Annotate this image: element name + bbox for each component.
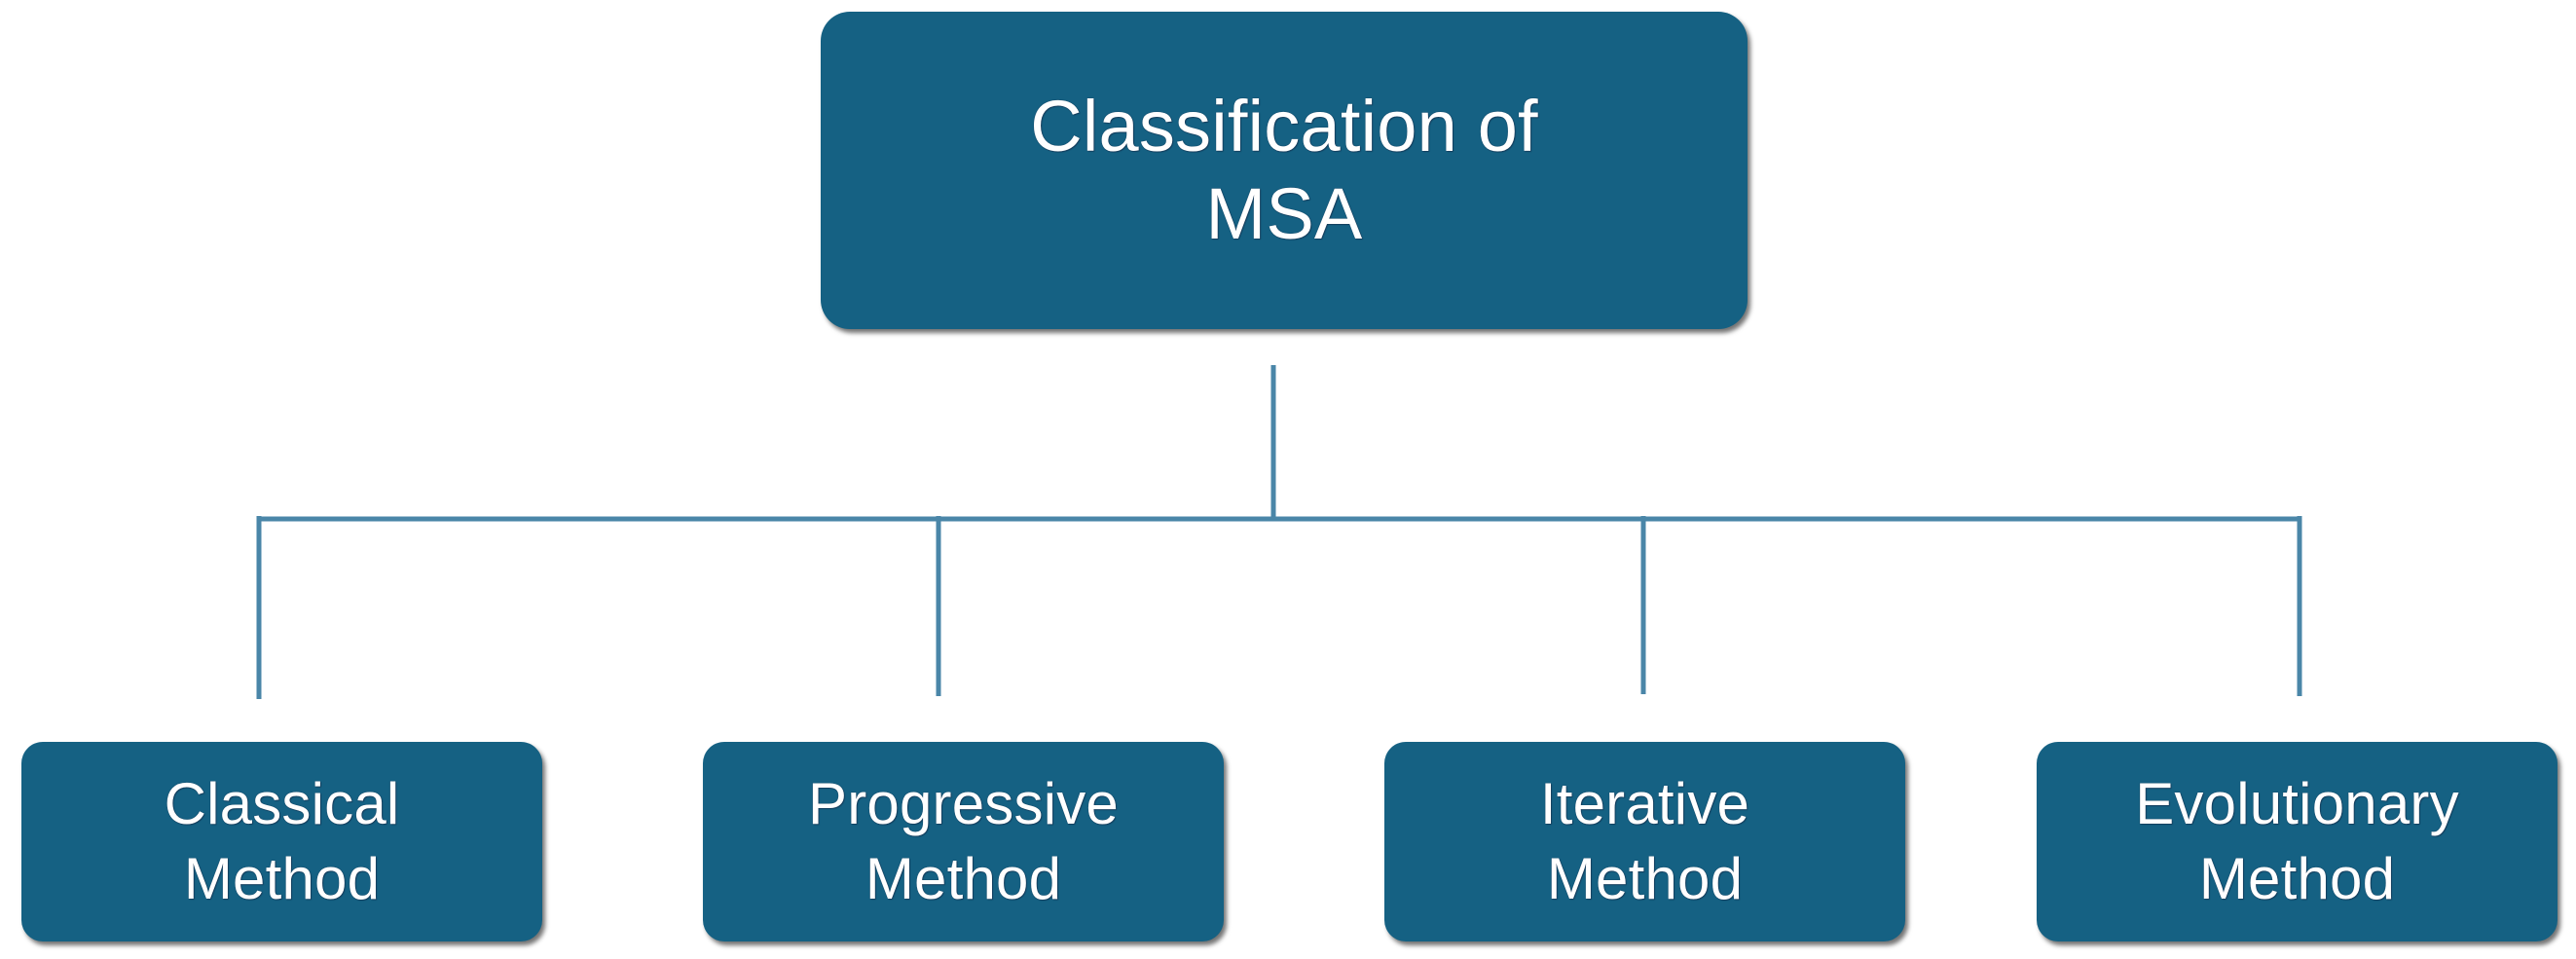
node-root-label: Classification of MSA — [1030, 85, 1538, 254]
node-evolutionary-method-label: Evolutionary Method — [2135, 770, 2459, 911]
node-classical-method[interactable]: Classical Method — [21, 742, 542, 941]
node-progressive-method-label: Progressive Method — [808, 770, 1119, 911]
node-root-classification-of-msa[interactable]: Classification of MSA — [821, 12, 1748, 329]
node-evolutionary-method[interactable]: Evolutionary Method — [2037, 742, 2558, 941]
node-progressive-method[interactable]: Progressive Method — [703, 742, 1224, 941]
node-iterative-method-label: Iterative Method — [1539, 770, 1750, 911]
node-iterative-method[interactable]: Iterative Method — [1384, 742, 1905, 941]
node-classical-method-label: Classical Method — [164, 770, 400, 911]
